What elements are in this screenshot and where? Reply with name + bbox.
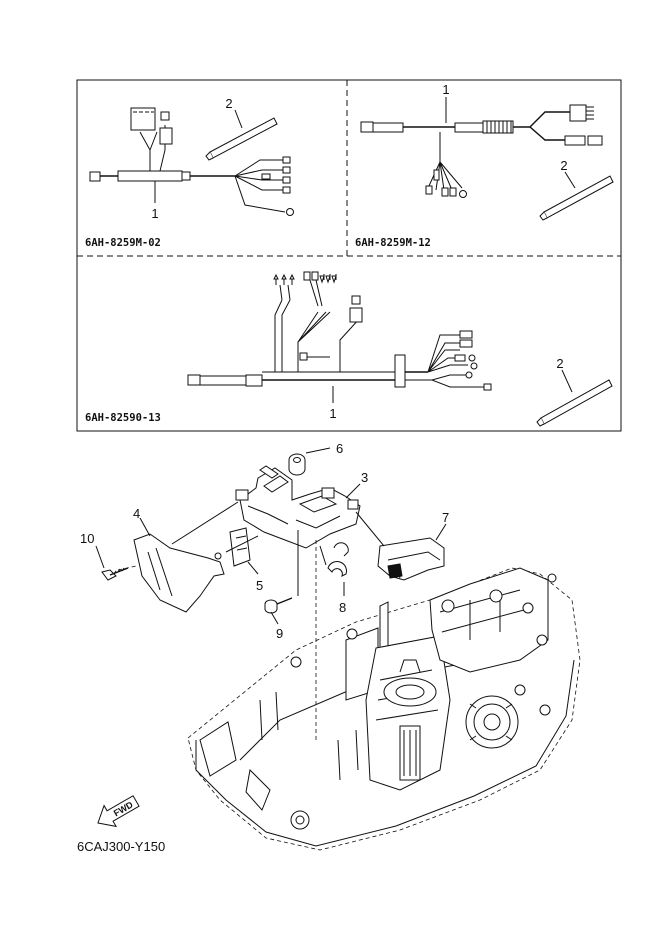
leader-7	[435, 523, 447, 541]
plate-5	[229, 527, 251, 567]
panel-code-1: 6AH-8259M-02	[85, 237, 161, 249]
bolt-9	[264, 597, 293, 614]
leader-10	[95, 545, 105, 569]
cover-7	[377, 537, 445, 581]
harness-variants-box	[76, 79, 622, 432]
callout-1-panel2: 1	[442, 82, 449, 97]
callout-5: 5	[256, 578, 263, 593]
callout-2-panel3: 2	[556, 356, 563, 371]
callout-4: 4	[133, 506, 140, 521]
figure-reference: 6CAJ300-Y150	[77, 839, 165, 854]
leader-5	[247, 561, 259, 575]
callout-6: 6	[336, 441, 343, 456]
flywheel	[465, 695, 519, 749]
callout-8: 8	[339, 600, 346, 615]
cable-tie-3	[536, 369, 613, 427]
callout-7: 7	[442, 510, 449, 525]
cable-tie-2	[539, 171, 614, 221]
callout-1-panel3: 1	[329, 406, 336, 421]
fwd-arrow-icon: FWD	[97, 795, 140, 828]
clamp-8	[327, 542, 349, 578]
cable-tie-1	[205, 109, 278, 161]
callout-9: 9	[276, 626, 283, 641]
grommet-6	[288, 453, 306, 476]
assembly-guides	[117, 501, 385, 740]
panel-1: 1 2 6AH-8259M-02	[85, 96, 294, 249]
cover-4	[133, 533, 225, 613]
corrugated-tube	[482, 120, 514, 134]
leader-4	[139, 517, 151, 537]
bolt-10	[101, 567, 129, 581]
wire-harness-3	[187, 271, 492, 391]
engine-assembly	[187, 567, 581, 851]
callout-10: 10	[80, 531, 94, 546]
panel-3: 1 2 6AH-82590-13	[85, 271, 613, 427]
callout-2-panel1: 2	[225, 96, 232, 111]
bracket-3	[235, 465, 361, 549]
leader-9	[270, 611, 279, 625]
panel-code-2: 6AH-8259M-12	[355, 237, 431, 249]
wire-harness-1	[89, 107, 294, 216]
panel-2: 1 2 6AH-8259M-12	[355, 82, 614, 249]
leader-6	[305, 447, 331, 454]
callout-3: 3	[361, 470, 368, 485]
panel-code-3: 6AH-82590-13	[85, 412, 161, 424]
leader-3	[345, 483, 361, 499]
callout-1-panel1: 1	[151, 206, 158, 221]
callout-2-panel2: 2	[560, 158, 567, 173]
wire-harness-2	[360, 104, 603, 198]
